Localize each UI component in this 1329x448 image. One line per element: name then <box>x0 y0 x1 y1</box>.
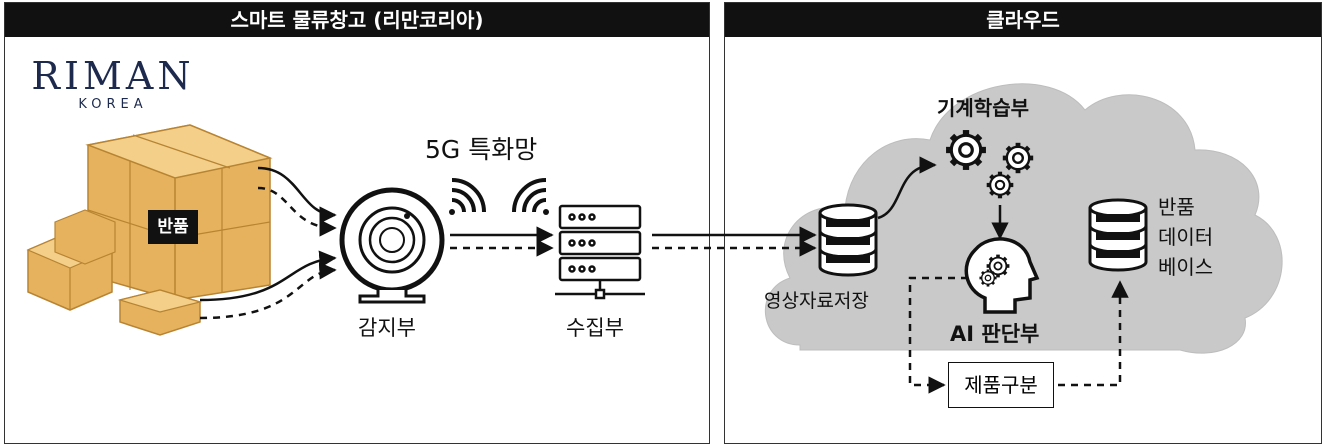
returns-tag: 반품 <box>148 210 198 244</box>
box-to-sensor-arrows <box>199 166 337 320</box>
sensor-to-collector-arrows <box>450 226 554 257</box>
ai-head-icon <box>964 237 1040 314</box>
smart-warehouse-header: 스마트 물류창고 (리만코리아) <box>5 3 709 37</box>
camera-sensor-icon <box>339 187 445 304</box>
ml-label: 기계학습부 <box>937 96 1029 120</box>
cloud-header: 클라우드 <box>725 3 1321 37</box>
collector-label: 수집부 <box>566 316 624 340</box>
network-label: 5G 특화망 <box>425 135 538 164</box>
ai-classify-db-flow <box>908 276 1129 394</box>
video-storage-database-icon <box>818 203 878 277</box>
server-rack-icon <box>555 204 645 300</box>
wifi-signal-icon <box>449 178 486 215</box>
video-storage-label: 영상자료저장 <box>764 290 869 312</box>
storage-to-ml-arrow <box>877 156 937 220</box>
returns-db-label: 반품 데이터 베이스 <box>1158 192 1213 282</box>
logo-main-text: RIMAN <box>31 54 195 98</box>
returns-db-label-line-2: 데이터 <box>1158 225 1214 249</box>
returns-database-icon <box>1088 198 1148 272</box>
wifi-signal-icon <box>512 178 549 215</box>
ai-judgement-label: AI 판단부 <box>950 322 1040 346</box>
returns-db-label-line-3: 베이스 <box>1158 255 1214 279</box>
collector-to-storage-arrows <box>652 226 817 257</box>
logo-sub-text: KOREA <box>78 97 148 112</box>
sensor-label: 감지부 <box>358 316 416 340</box>
returns-db-label-line-1: 반품 <box>1158 195 1195 219</box>
riman-korea-logo: RIMAN KOREA <box>18 56 208 122</box>
product-classification-box: 제품구분 <box>948 362 1054 408</box>
